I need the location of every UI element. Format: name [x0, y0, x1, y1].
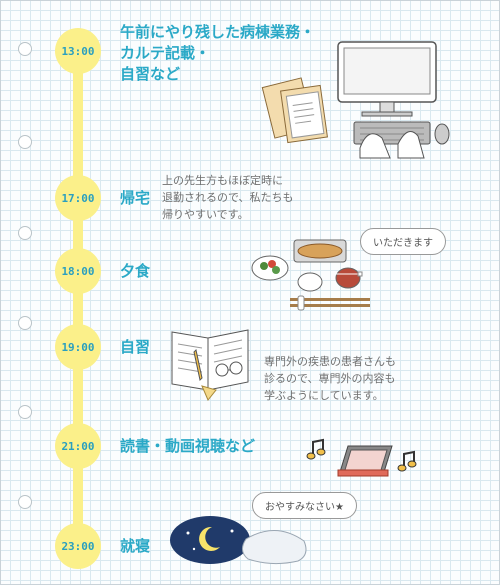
- tablet-icon: [337, 445, 393, 477]
- clipboard-icon: [261, 77, 328, 144]
- note-line: 診るので、専門外の内容も: [264, 372, 396, 385]
- time-marker-18: 18:00: [55, 248, 101, 294]
- title-line: カルテ記載・: [120, 44, 211, 62]
- time-marker-13: 13:00: [55, 28, 101, 74]
- schedule-title-18: 夕食: [120, 262, 151, 280]
- book-icon: [171, 329, 249, 401]
- note-line: 帰りやすいです。: [162, 208, 249, 221]
- note-line: 上の先生方もほぼ定時に: [162, 174, 283, 187]
- title-line: 午前にやり残した病棟業務・: [120, 23, 316, 41]
- meal-icon: [251, 239, 370, 311]
- schedule-title-13: 午前にやり残した病棟業務・ カルテ記載・ 自習など: [120, 22, 315, 85]
- binder-hole: [18, 42, 32, 56]
- note-line: 退勤されるので、私たちも: [162, 191, 294, 204]
- schedule-title-19: 自習: [120, 338, 151, 356]
- time-marker-19: 19:00: [55, 324, 101, 370]
- schedule-title-17: 帰宅: [120, 189, 151, 207]
- speech-bubble-oyasumi: おやすみなさい★: [252, 492, 357, 519]
- schedule-title-23: 就寝: [120, 537, 151, 555]
- note-17: 上の先生方もほぼ定時に 退勤されるので、私たちも 帰りやすいです。: [162, 172, 294, 223]
- moon-icon: [170, 516, 250, 564]
- binder-hole: [18, 316, 32, 330]
- note-line: 専門外の疾患の患者さんも: [264, 355, 396, 368]
- time-label: 17:00: [61, 191, 95, 205]
- computer-icon: [337, 41, 450, 159]
- title-line: 自習など: [120, 65, 181, 83]
- timeline-line: [73, 45, 83, 550]
- music-note-icon: [306, 438, 326, 460]
- music-note-icon: [397, 450, 417, 472]
- binder-hole: [18, 495, 32, 509]
- time-label: 19:00: [61, 340, 95, 354]
- schedule-title-21: 読書・動画視聴など: [120, 437, 256, 455]
- time-marker-21: 21:00: [55, 423, 101, 469]
- time-label: 18:00: [61, 264, 95, 278]
- binder-hole: [18, 135, 32, 149]
- binder-hole: [18, 226, 32, 240]
- note-19: 専門外の疾患の患者さんも 診るので、専門外の内容も 学ぶようにしています。: [264, 353, 396, 404]
- time-marker-17: 17:00: [55, 175, 101, 221]
- binder-hole: [18, 405, 32, 419]
- time-label: 13:00: [61, 44, 95, 58]
- pillow-icon: [242, 530, 307, 565]
- time-marker-23: 23:00: [55, 523, 101, 569]
- time-label: 21:00: [61, 439, 95, 453]
- note-line: 学ぶようにしています。: [264, 389, 384, 402]
- time-label: 23:00: [61, 539, 95, 553]
- speech-bubble-itadakimasu: いただきます: [360, 228, 446, 255]
